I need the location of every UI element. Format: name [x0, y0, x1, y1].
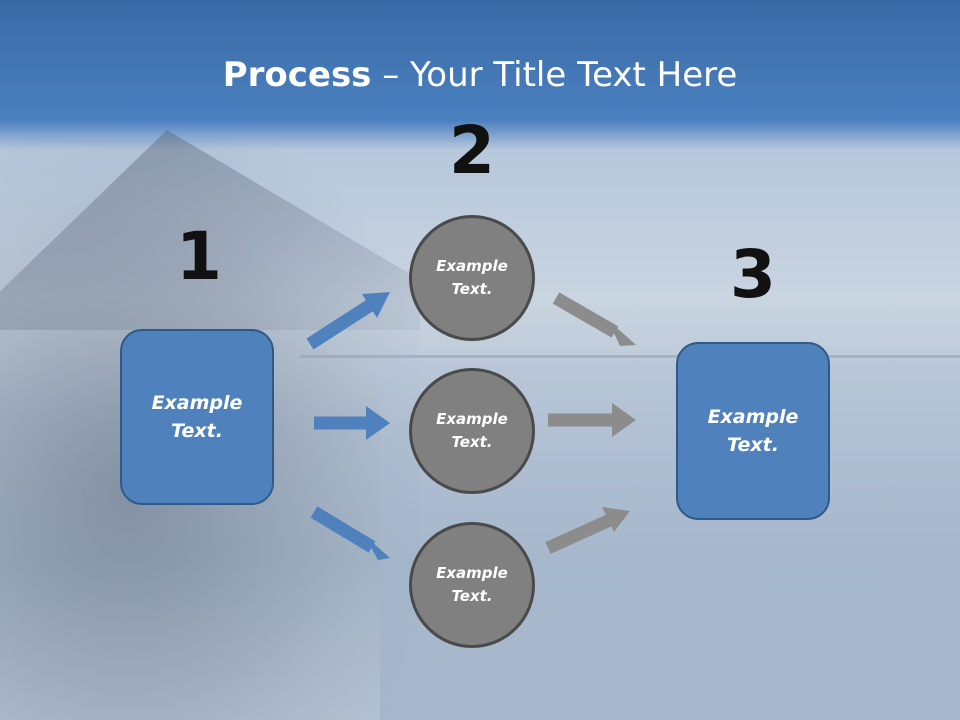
arrow-blue-down [310, 506, 390, 560]
arrow-gray-up [545, 507, 630, 554]
process-box-left[interactable]: Example Text. [120, 329, 274, 505]
background-horizon [300, 355, 960, 358]
process-circle-top-text: Example Text. [436, 257, 508, 298]
arrow-blue-middle [314, 406, 390, 440]
title-bold: Process [222, 55, 372, 95]
slide-title: Process – Your Title Text Here [0, 54, 960, 96]
process-box-left-text: Example Text. [151, 392, 243, 442]
process-circle-bottom[interactable]: Example Text. [409, 522, 535, 648]
process-circle-bottom-text: Example Text. [436, 564, 508, 605]
arrow-gray-down [552, 292, 636, 346]
process-box-right[interactable]: Example Text. [676, 342, 830, 520]
step-number-3: 3 [730, 236, 776, 313]
process-box-right-text: Example Text. [707, 406, 799, 456]
step-number-2: 2 [449, 112, 495, 189]
process-circle-middle-text: Example Text. [436, 410, 508, 451]
step-number-1: 1 [176, 218, 222, 295]
process-circle-middle[interactable]: Example Text. [409, 368, 535, 494]
arrow-blue-up [306, 292, 390, 350]
process-circle-top[interactable]: Example Text. [409, 215, 535, 341]
arrow-gray-middle [548, 403, 636, 437]
title-rest: – Your Title Text Here [371, 55, 738, 95]
